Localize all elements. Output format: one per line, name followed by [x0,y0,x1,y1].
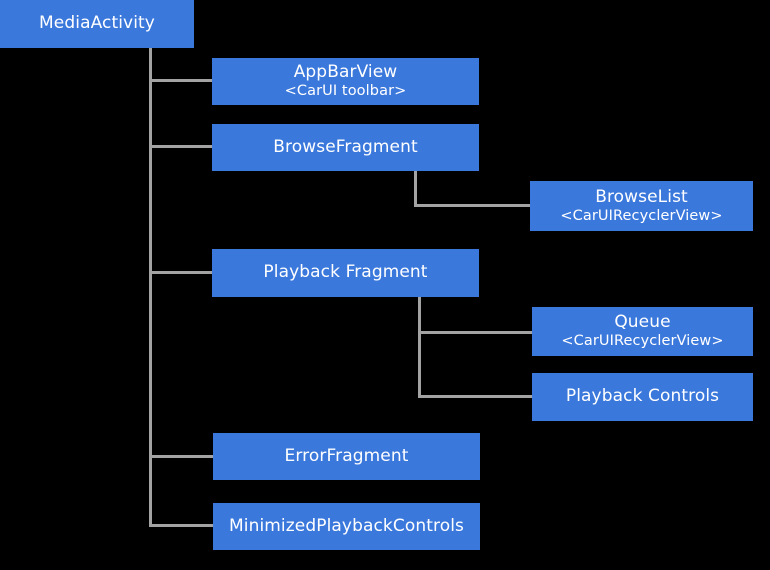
node-browse-fragment[interactable]: BrowseFragment [212,124,479,171]
connector-branch-app-bar-view [149,79,213,82]
connector-branch-playback-controls [418,395,534,398]
node-app-bar-view[interactable]: AppBarView<CarUI toolbar> [212,58,479,105]
node-playback-controls[interactable]: Playback Controls [532,373,753,421]
node-media-activity[interactable]: MediaActivity [0,0,194,48]
node-title-browse-list: BrowseList [595,186,688,207]
node-error-fragment[interactable]: ErrorFragment [213,433,480,480]
connector-branch-minimized-controls [149,524,213,527]
connector-branch-queue [418,331,534,334]
node-queue[interactable]: Queue<CarUIRecyclerView> [532,307,753,356]
node-browse-list[interactable]: BrowseList<CarUIRecyclerView> [530,181,753,231]
connector-branch-browse-fragment [149,145,213,148]
connector-trunk-playback-fragment [418,297,421,398]
node-title-playback-controls: Playback Controls [565,386,720,407]
node-subtitle-queue: <CarUIRecyclerView> [561,333,724,350]
node-title-playback-fragment: Playback Fragment [263,262,428,283]
connector-branch-error-fragment [149,455,213,458]
connector-trunk-media-activity [149,48,152,527]
node-title-browse-fragment: BrowseFragment [273,136,418,157]
connector-trunk-browse-fragment [414,171,417,207]
node-title-app-bar-view: AppBarView [293,62,398,83]
node-playback-fragment[interactable]: Playback Fragment [212,249,479,297]
node-minimized-playback-controls[interactable]: MinimizedPlaybackControls [213,503,480,550]
connector-branch-browse-list [414,204,532,207]
node-title-error-fragment: ErrorFragment [284,445,409,466]
node-subtitle-browse-list: <CarUIRecyclerView> [560,207,723,224]
node-title-media-activity: MediaActivity [39,13,155,34]
node-subtitle-app-bar-view: <CarUI toolbar> [284,83,407,100]
connector-branch-playback-fragment [149,271,213,274]
node-title-minimized-playback-controls: MinimizedPlaybackControls [228,515,464,536]
node-title-queue: Queue [614,312,671,333]
